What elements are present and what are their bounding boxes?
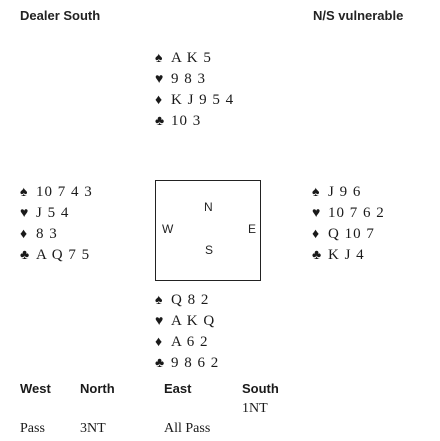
south-diamonds-cards: A 6 2 [171,334,209,350]
auction-bid [164,401,244,421]
west-hearts: ♥ J 5 4 [20,203,93,224]
north-spades-cards: A K 5 [171,50,212,66]
vulnerability-label: N/S vulnerable [313,8,404,23]
heart-icon: ♥ [20,206,30,221]
diamond-icon: ♦ [312,227,321,242]
auction-col-north: North 3NT [80,381,160,441]
south-hearts: ♥ A K Q [155,311,219,332]
auction-bid: 3NT [80,421,106,436]
spade-icon: ♠ [155,293,164,308]
heart-icon: ♥ [312,206,322,221]
east-spades: ♠ J 9 6 [312,182,385,203]
dealer-label: Dealer South [20,8,101,23]
south-hand: ♠ Q 8 2 ♥ A K Q ♦ A 6 2 ♣ 9 8 6 2 [155,290,219,374]
south-hearts-cards: A K Q [171,313,216,329]
east-hearts: ♥ 10 7 6 2 [312,203,385,224]
south-clubs: ♣ 9 8 6 2 [155,353,219,374]
heart-icon: ♥ [155,314,165,329]
east-hand: ♠ J 9 6 ♥ 10 7 6 2 ♦ Q 10 7 ♣ K J 4 [312,182,385,266]
north-clubs-cards: 10 3 [171,113,202,129]
south-diamonds: ♦ A 6 2 [155,332,219,353]
north-spades: ♠ A K 5 [155,48,234,69]
west-spades: ♠ 10 7 4 3 [20,182,93,203]
club-icon: ♣ [312,248,323,263]
spade-icon: ♠ [155,51,164,66]
club-icon: ♣ [155,356,166,371]
compass-box: N W E S [155,180,261,281]
auction-header-west: West [20,381,51,396]
south-spades: ♠ Q 8 2 [155,290,219,311]
north-hand: ♠ A K 5 ♥ 9 8 3 ♦ K J 9 5 4 ♣ 10 3 [155,48,234,132]
west-clubs-cards: A Q 7 5 [36,247,91,263]
compass-east: E [248,222,257,236]
west-diamonds-cards: 8 3 [36,226,58,242]
compass-west: W [162,222,174,236]
club-icon: ♣ [20,248,31,263]
east-clubs: ♣ K J 4 [312,245,385,266]
diamond-icon: ♦ [155,93,164,108]
west-diamonds: ♦ 8 3 [20,224,93,245]
north-clubs: ♣ 10 3 [155,111,234,132]
north-hearts-cards: 9 8 3 [171,71,206,87]
auction-header-south: South [242,381,279,396]
spade-icon: ♠ [312,185,321,200]
auction-header-north: North [80,381,115,396]
north-diamonds: ♦ K J 9 5 4 [155,90,234,111]
compass-south: S [205,243,214,257]
auction-bid [242,421,322,441]
compass-north: N [204,200,213,214]
west-hearts-cards: J 5 4 [36,205,70,221]
auction-bid: Pass [20,421,45,436]
south-clubs-cards: 9 8 6 2 [171,355,220,371]
east-spades-cards: J 9 6 [328,184,362,200]
east-diamonds-cards: Q 10 7 [328,226,375,242]
auction-bid [80,401,160,421]
north-hearts: ♥ 9 8 3 [155,69,234,90]
diamond-icon: ♦ [155,335,164,350]
auction-bid: All Pass [164,421,211,436]
heart-icon: ♥ [155,72,165,87]
auction-bid: 1NT [242,401,268,416]
spade-icon: ♠ [20,185,29,200]
auction-col-south: South 1NT [242,381,322,441]
west-clubs: ♣ A Q 7 5 [20,245,93,266]
west-hand: ♠ 10 7 4 3 ♥ J 5 4 ♦ 8 3 ♣ A Q 7 5 [20,182,93,266]
auction-header-east: East [164,381,192,396]
north-diamonds-cards: K J 9 5 4 [171,92,235,108]
south-spades-cards: Q 8 2 [171,292,210,308]
east-hearts-cards: 10 7 6 2 [328,205,385,221]
auction-col-west: West Pass [20,381,100,441]
diamond-icon: ♦ [20,227,29,242]
west-spades-cards: 10 7 4 3 [36,184,93,200]
east-diamonds: ♦ Q 10 7 [312,224,385,245]
club-icon: ♣ [155,114,166,129]
auction-col-east: East All Pass [164,381,244,441]
east-clubs-cards: K J 4 [328,247,365,263]
